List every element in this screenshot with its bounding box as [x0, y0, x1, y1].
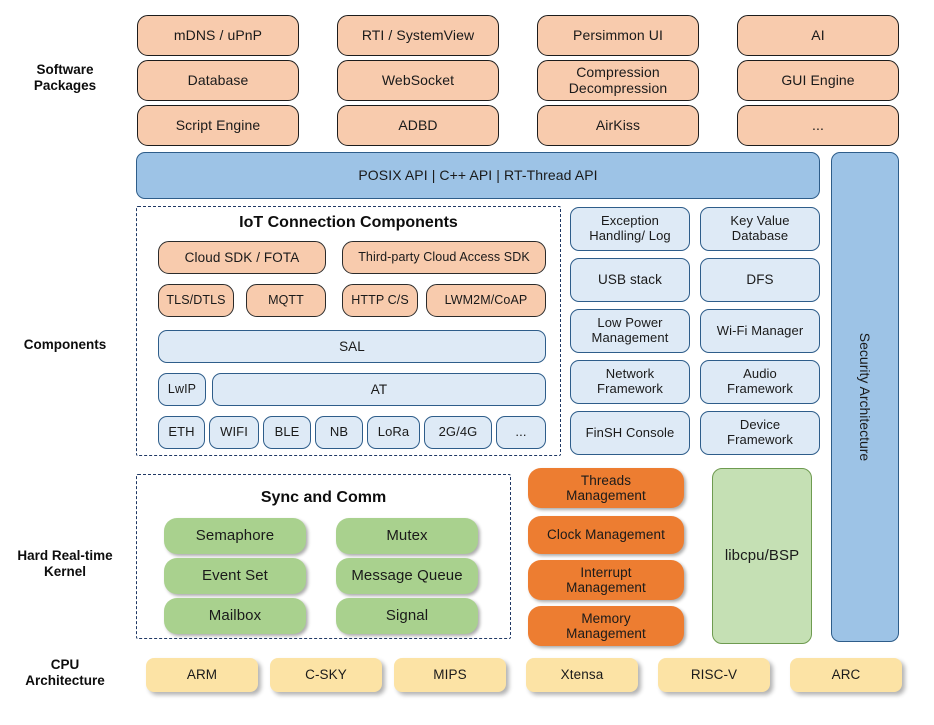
component-usb-stack[interactable]: USB stack	[570, 258, 690, 302]
component-low-power-line2: Management	[591, 330, 669, 345]
package-more[interactable]: ...	[737, 105, 899, 146]
row-label-cpu-line2: Architecture	[25, 673, 105, 689]
package-database[interactable]: Database	[137, 60, 299, 101]
cpu-risc-v[interactable]: RISC-V	[658, 658, 770, 692]
kernel-interrupt-line2: Management	[566, 580, 646, 595]
cpu-c-sky[interactable]: C-SKY	[270, 658, 382, 692]
component-device-line2: Framework	[727, 432, 793, 447]
component-wifi-manager[interactable]: Wi-Fi Manager	[700, 309, 820, 353]
row-label-kernel-line1: Hard Real-time	[17, 548, 113, 563]
iot-lwip[interactable]: LwIP	[158, 373, 206, 406]
kernel-threads-line2: Management	[566, 488, 646, 503]
sync-signal[interactable]: Signal	[336, 598, 478, 634]
component-low-power-management[interactable]: Low Power Management	[570, 309, 690, 353]
kernel-memory-line1: Memory	[581, 610, 631, 626]
row-label-kernel-line2: Kernel	[43, 564, 87, 580]
iot-link-2g-4g[interactable]: 2G/4G	[424, 416, 492, 449]
package-script-engine[interactable]: Script Engine	[137, 105, 299, 146]
row-label-cpu-line1: CPU	[50, 657, 80, 672]
component-exception-line1: Exception	[601, 213, 659, 229]
package-adbd[interactable]: ADBD	[337, 105, 499, 146]
libcpu-bsp[interactable]: libcpu/BSP	[712, 468, 812, 644]
iot-link-wifi[interactable]: WIFI	[209, 416, 259, 449]
iot-protocol-mqtt[interactable]: MQTT	[246, 284, 326, 317]
component-kvdb-line2: Database	[731, 228, 789, 243]
package-websocket[interactable]: WebSocket	[337, 60, 499, 101]
sync-mailbox[interactable]: Mailbox	[164, 598, 306, 634]
iot-link-ble[interactable]: BLE	[263, 416, 311, 449]
component-exception-line2: Handling/ Log	[589, 228, 671, 243]
package-airkiss[interactable]: AirKiss	[537, 105, 699, 146]
sync-and-comm-title: Sync and Comm	[260, 489, 387, 506]
kernel-threads-line1: Threads	[580, 472, 632, 488]
sync-and-comm-group	[136, 474, 511, 639]
row-label-software-packages: Software Packages	[0, 62, 130, 95]
kernel-memory-management[interactable]: Memory Management	[528, 606, 684, 646]
iot-connection-title: IoT Connection Components	[239, 214, 458, 231]
security-architecture-column[interactable]: Security Architecture	[831, 152, 899, 642]
cpu-mips[interactable]: MIPS	[394, 658, 506, 692]
component-device-line1: Device	[739, 417, 781, 433]
row-label-hard-real-time-kernel: Hard Real-time Kernel	[0, 548, 130, 581]
cpu-arc[interactable]: ARC	[790, 658, 902, 692]
iot-cloud-sdk-fota[interactable]: Cloud SDK / FOTA	[158, 241, 326, 274]
iot-third-party-cloud-access-sdk[interactable]: Third-party Cloud Access SDK	[342, 241, 546, 274]
row-label-cpu-architecture: CPU Architecture	[0, 657, 130, 690]
kernel-memory-line2: Management	[566, 626, 646, 641]
component-device-framework[interactable]: Device Framework	[700, 411, 820, 455]
sync-event-set[interactable]: Event Set	[164, 558, 306, 594]
kernel-threads-management[interactable]: Threads Management	[528, 468, 684, 508]
sync-mutex[interactable]: Mutex	[336, 518, 478, 554]
component-network-framework[interactable]: Network Framework	[570, 360, 690, 404]
iot-link-nb[interactable]: NB	[315, 416, 363, 449]
sync-semaphore[interactable]: Semaphore	[164, 518, 306, 554]
iot-protocol-lwm2m-coap[interactable]: LWM2M/CoAP	[426, 284, 546, 317]
iot-protocol-http-cs[interactable]: HTTP C/S	[342, 284, 418, 317]
component-audio-line1: Audio	[743, 366, 777, 382]
package-compression-decompression[interactable]: Compression Decompression	[537, 60, 699, 101]
package-gui-engine[interactable]: GUI Engine	[737, 60, 899, 101]
cpu-arm[interactable]: ARM	[146, 658, 258, 692]
component-finsh-console[interactable]: FinSH Console	[570, 411, 690, 455]
component-network-line2: Framework	[597, 381, 663, 396]
cpu-xtensa[interactable]: Xtensa	[526, 658, 638, 692]
iot-link-eth[interactable]: ETH	[158, 416, 205, 449]
iot-link-more[interactable]: ...	[496, 416, 546, 449]
iot-protocol-tls-dtls[interactable]: TLS/DTLS	[158, 284, 234, 317]
kernel-clock-management[interactable]: Clock Management	[528, 516, 684, 554]
component-audio-framework[interactable]: Audio Framework	[700, 360, 820, 404]
sync-message-queue[interactable]: Message Queue	[336, 558, 478, 594]
component-exception-handling-log[interactable]: Exception Handling/ Log	[570, 207, 690, 251]
iot-connection-group	[136, 206, 561, 456]
package-persimmon-ui[interactable]: Persimmon UI	[537, 15, 699, 56]
package-compression-line2: Decompression	[568, 79, 668, 96]
component-audio-line2: Framework	[727, 381, 793, 396]
package-ai[interactable]: AI	[737, 15, 899, 56]
iot-at[interactable]: AT	[212, 373, 546, 406]
package-rti-systemview[interactable]: RTI / SystemView	[337, 15, 499, 56]
component-network-line1: Network	[605, 366, 655, 382]
row-label-software-packages-line2: Packages	[33, 78, 97, 94]
component-low-power-line1: Low Power	[597, 315, 663, 331]
iot-link-lora[interactable]: LoRa	[367, 416, 420, 449]
kernel-interrupt-line1: Interrupt	[580, 564, 632, 580]
api-layer-bar[interactable]: POSIX API | C++ API | RT-Thread API	[136, 152, 820, 199]
component-key-value-database[interactable]: Key Value Database	[700, 207, 820, 251]
row-label-software-packages-line1: Software	[36, 62, 94, 77]
package-compression-line1: Compression	[576, 63, 660, 80]
iot-sal[interactable]: SAL	[158, 330, 546, 363]
row-label-components: Components	[23, 337, 107, 352]
security-architecture-label: Security Architecture	[857, 332, 873, 462]
kernel-interrupt-management[interactable]: Interrupt Management	[528, 560, 684, 600]
component-kvdb-line1: Key Value	[730, 213, 790, 229]
component-dfs[interactable]: DFS	[700, 258, 820, 302]
package-mdns-upnp[interactable]: mDNS / uPnP	[137, 15, 299, 56]
